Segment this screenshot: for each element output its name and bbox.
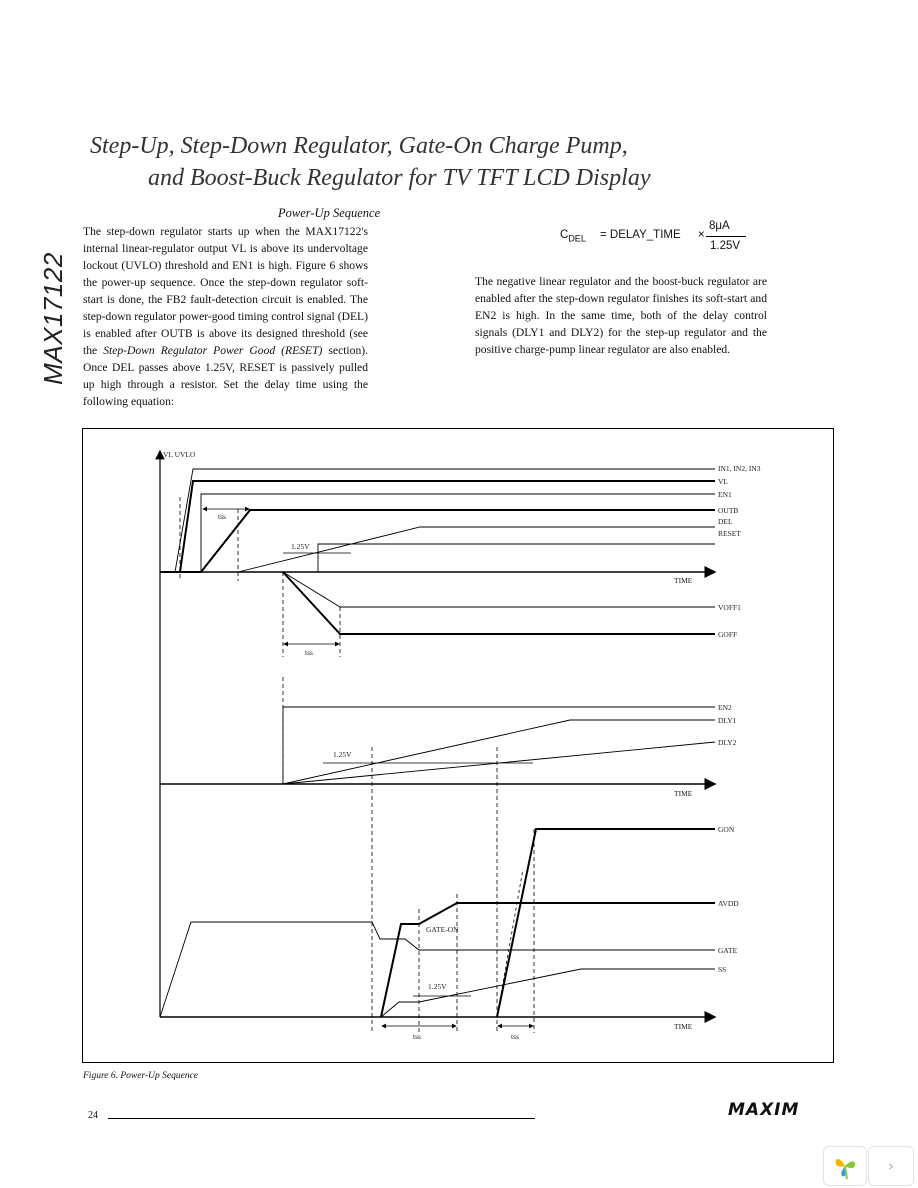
label-gate: GATE xyxy=(718,946,738,955)
trace-vl xyxy=(160,480,715,573)
next-page-button[interactable]: › xyxy=(868,1146,914,1186)
title-line-2: and Boost-Buck Regulator for TV TFT LCD … xyxy=(148,165,651,191)
footer-rule xyxy=(108,1118,535,1119)
label-del: DEL xyxy=(718,517,733,526)
panel-3-traces xyxy=(282,677,716,785)
left-paragraph: The step-down regulator starts up when t… xyxy=(83,225,369,408)
trace-voff1 xyxy=(282,571,715,608)
label-en2: EN2 xyxy=(718,703,732,712)
panel-2-traces xyxy=(282,571,715,657)
panel-4-traces xyxy=(159,747,715,1033)
equation-mid: = DELAY_TIME xyxy=(600,229,681,241)
timing-diagram: VL UVLO TIME TIME TIME tss 1.25V tss xyxy=(155,449,761,1041)
figure-power-up-sequence: VL UVLO TIME TIME TIME tss 1.25V tss xyxy=(82,428,834,1063)
trace-gate xyxy=(159,921,715,1018)
trace-outb xyxy=(160,509,715,573)
left-column: The step-down regulator starts up when t… xyxy=(83,223,368,410)
label-ss: SS xyxy=(718,965,726,974)
trace-gon xyxy=(496,828,715,1018)
section-heading: Power-Up Sequence xyxy=(278,206,381,220)
panel-1-labels: IN1, IN2, IN3 VL EN1 OUTB DEL RESET xyxy=(718,464,761,538)
section-reference: Step-Down Regulator Power Good (RESET) xyxy=(103,344,323,357)
equation-times: × xyxy=(698,229,705,241)
tss-label-2: tss xyxy=(305,648,313,657)
right-paragraph: The negative linear regulator and the bo… xyxy=(475,275,767,356)
label-voff1: VOFF1 xyxy=(718,603,741,612)
y-axis-label: VL UVLO xyxy=(163,450,196,459)
trace-goff xyxy=(282,571,715,635)
figure-caption: Figure 6. Power-Up Sequence xyxy=(83,1071,199,1081)
panel-1-traces xyxy=(160,468,715,581)
page-number: 24 xyxy=(88,1110,98,1121)
label-outb: OUTB xyxy=(718,506,738,515)
trace-en2 xyxy=(282,706,715,784)
fraction-bar xyxy=(706,236,746,237)
label-vl: VL xyxy=(718,477,728,486)
delay-equation: CDEL = DELAY_TIME × 8μA 1.25V xyxy=(560,220,760,260)
trace-del xyxy=(237,526,715,573)
label-dly2: DLY2 xyxy=(718,738,737,747)
side-part-number: MAX17122 xyxy=(37,251,68,385)
trace-reset xyxy=(317,543,715,572)
time-label-3: TIME xyxy=(674,789,693,798)
trace-ss xyxy=(380,968,715,1018)
equation-denominator: 1.25V xyxy=(710,240,741,252)
title-line-1: Step-Up, Step-Down Regulator, Gate-On Ch… xyxy=(90,133,628,159)
label-gon: GON xyxy=(718,825,735,834)
right-column: The negative linear regulator and the bo… xyxy=(475,273,767,358)
label-en1: EN1 xyxy=(718,490,732,499)
time-label-4: TIME xyxy=(674,1022,693,1031)
tss-label-4: tss xyxy=(511,1032,519,1041)
threshold-label-1: 1.25V xyxy=(291,542,310,551)
panel-2-labels: VOFF1 GOFF xyxy=(718,603,741,639)
tss-label-1: tss xyxy=(218,512,226,521)
axes xyxy=(155,449,717,1023)
panel-3-labels: EN2 DLY1 DLY2 xyxy=(718,703,737,747)
viewer-logo-button[interactable] xyxy=(823,1146,867,1186)
trace-en1 xyxy=(200,493,715,572)
gate-on-label: GATE-ON xyxy=(426,925,459,934)
trace-avdd xyxy=(380,902,715,1018)
time-label-1: TIME xyxy=(674,576,693,585)
pinwheel-logo-icon xyxy=(835,1159,856,1180)
threshold-label-3: 1.25V xyxy=(333,750,352,759)
equation-lhs: CDEL xyxy=(560,229,586,244)
trace-gon-dash xyxy=(496,868,524,1018)
trace-in-supplies xyxy=(160,468,715,573)
label-reset: RESET xyxy=(718,529,741,538)
label-dly1: DLY1 xyxy=(718,716,737,725)
label-in-supplies: IN1, IN2, IN3 xyxy=(718,464,761,473)
label-goff: GOFF xyxy=(718,630,737,639)
document-title: Step-Up, Step-Down Regulator, Gate-On Ch… xyxy=(90,130,730,194)
equation-numerator: 8μA xyxy=(709,220,730,232)
tss-label-3: tss xyxy=(413,1032,421,1041)
threshold-label-4: 1.25V xyxy=(428,982,447,991)
maxim-logo: MAXIM xyxy=(728,1100,800,1120)
label-avdd: AVDD xyxy=(718,899,739,908)
panel-4-labels: GON AVDD GATE SS xyxy=(718,825,739,974)
chevron-right-icon: › xyxy=(888,1157,894,1175)
